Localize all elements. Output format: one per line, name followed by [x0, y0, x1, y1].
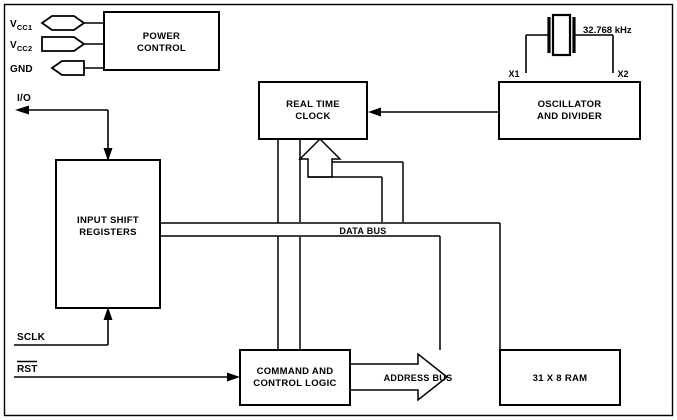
arrowhead-io-out: [15, 105, 29, 115]
block-oscillator-label-2: AND DIVIDER: [537, 111, 602, 122]
terminal-x1-label: X1: [508, 69, 519, 79]
pin-vcc1-label: VCC1: [10, 19, 32, 32]
block-oscillator: [498, 81, 641, 140]
block-power-control-label-1: POWER: [143, 31, 180, 42]
pin-vcc2-label: VCC2: [10, 40, 32, 53]
diagram-frame: [3, 3, 674, 417]
block-oscillator-label-1: OSCILLATOR: [538, 99, 602, 110]
pin-rst-label: RST: [17, 364, 38, 375]
block-input-shift-registers: [55, 159, 161, 309]
pin-vcc1-symbol: [40, 15, 86, 31]
arrowhead-rst-into-command: [227, 372, 240, 382]
addressbus-label: ADDRESS BUS: [384, 373, 453, 383]
databus-label: DATA BUS: [339, 226, 386, 236]
addressbus-arrow: [350, 352, 449, 402]
block-input-shift-label-2: REGISTERS: [79, 227, 137, 238]
arrowhead-io-into-shift: [103, 148, 113, 161]
block-power-control: [103, 11, 220, 71]
block-command-label-1: COMMAND AND: [257, 366, 334, 377]
pin-vcc2-symbol: [41, 36, 86, 52]
databus-rtc-hollow-arrow: [298, 137, 342, 178]
block-command-label-2: CONTROL LOGIC: [253, 378, 336, 389]
block-ram-label: 31 X 8 RAM: [533, 373, 588, 384]
block-ram: [499, 349, 621, 406]
pin-gnd-symbol: [50, 60, 85, 76]
block-power-control-label-2: CONTROL: [137, 43, 186, 54]
pin-sclk-label: SCLK: [17, 332, 46, 343]
block-rtc-label-2: CLOCK: [295, 111, 330, 122]
crystal-frequency-label: 32.768 kHz: [583, 25, 632, 36]
block-input-shift-label-1: INPUT SHIFT: [77, 215, 139, 226]
block-real-time-clock: [258, 81, 368, 140]
block-rtc-label-1: REAL TIME: [286, 99, 340, 110]
pin-gnd-label: GND: [10, 64, 33, 75]
pin-io-label: I/O: [17, 93, 31, 104]
crystal-body: [551, 13, 572, 57]
block-command-control-logic: [239, 349, 351, 406]
terminal-x2-label: X2: [617, 69, 628, 79]
arrowhead-sclk-into-shift: [103, 307, 113, 320]
arrowhead-oscillator-to-rtc: [368, 107, 381, 117]
